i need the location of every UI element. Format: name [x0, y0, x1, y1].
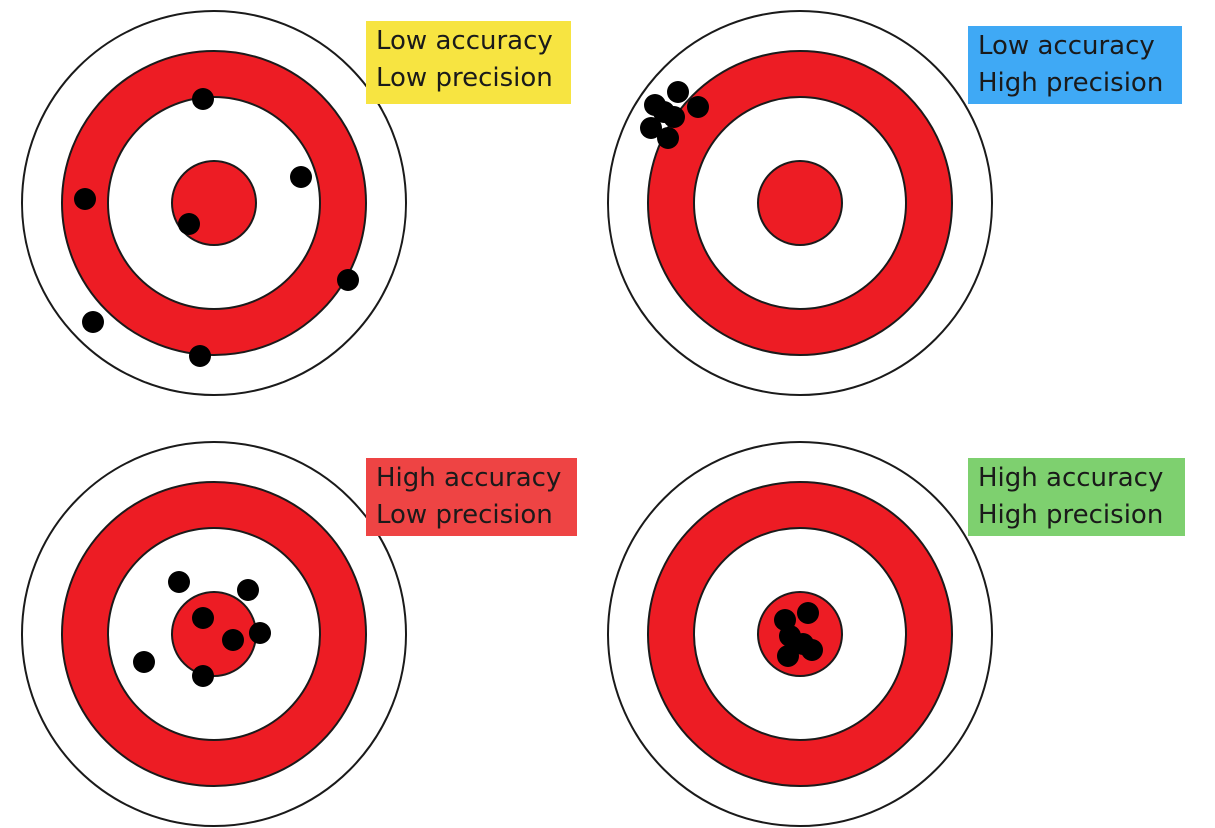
hit-mark: [653, 101, 675, 123]
label-line-accuracy: High accuracy: [376, 463, 562, 493]
label-line-precision: High precision: [978, 500, 1164, 530]
hit-mark: [189, 345, 211, 367]
label-line-precision: High precision: [978, 68, 1164, 98]
hit-mark: [74, 188, 96, 210]
label-low-accuracy-low-precision: Low accuracy Low precision: [366, 21, 571, 104]
hit-mark: [777, 645, 799, 667]
hit-mark: [192, 665, 214, 687]
hit-mark: [337, 269, 359, 291]
label-line-precision: Low precision: [376, 63, 553, 93]
hit-mark: [290, 166, 312, 188]
target-high-accuracy-low-precision: [21, 441, 407, 827]
label-line-accuracy: Low accuracy: [978, 31, 1155, 61]
target-low-accuracy-low-precision: [21, 10, 407, 396]
hit-mark: [687, 96, 709, 118]
label-line-precision: Low precision: [376, 500, 553, 530]
label-low-accuracy-high-precision: Low accuracy High precision: [968, 26, 1182, 104]
hit-mark: [801, 639, 823, 661]
hit-mark: [667, 81, 689, 103]
hit-mark: [657, 127, 679, 149]
target-layer: [21, 10, 993, 827]
hit-mark: [133, 651, 155, 673]
hit-mark: [222, 629, 244, 651]
label-high-accuracy-high-precision: High accuracy High precision: [968, 458, 1185, 536]
hit-mark: [192, 88, 214, 110]
bullseye: [757, 160, 843, 246]
hit-mark: [168, 571, 190, 593]
label-line-accuracy: High accuracy: [978, 463, 1164, 493]
label-line-accuracy: Low accuracy: [376, 26, 553, 56]
target-high-accuracy-high-precision: [607, 441, 993, 827]
hit-mark: [640, 117, 662, 139]
hit-mark: [797, 602, 819, 624]
hit-mark: [192, 607, 214, 629]
label-high-accuracy-low-precision: High accuracy Low precision: [366, 458, 577, 536]
hit-mark: [178, 213, 200, 235]
hit-mark: [249, 622, 271, 644]
target-low-accuracy-high-precision: [607, 10, 993, 396]
hit-mark: [82, 311, 104, 333]
bullseye: [171, 591, 257, 677]
hit-mark: [237, 579, 259, 601]
